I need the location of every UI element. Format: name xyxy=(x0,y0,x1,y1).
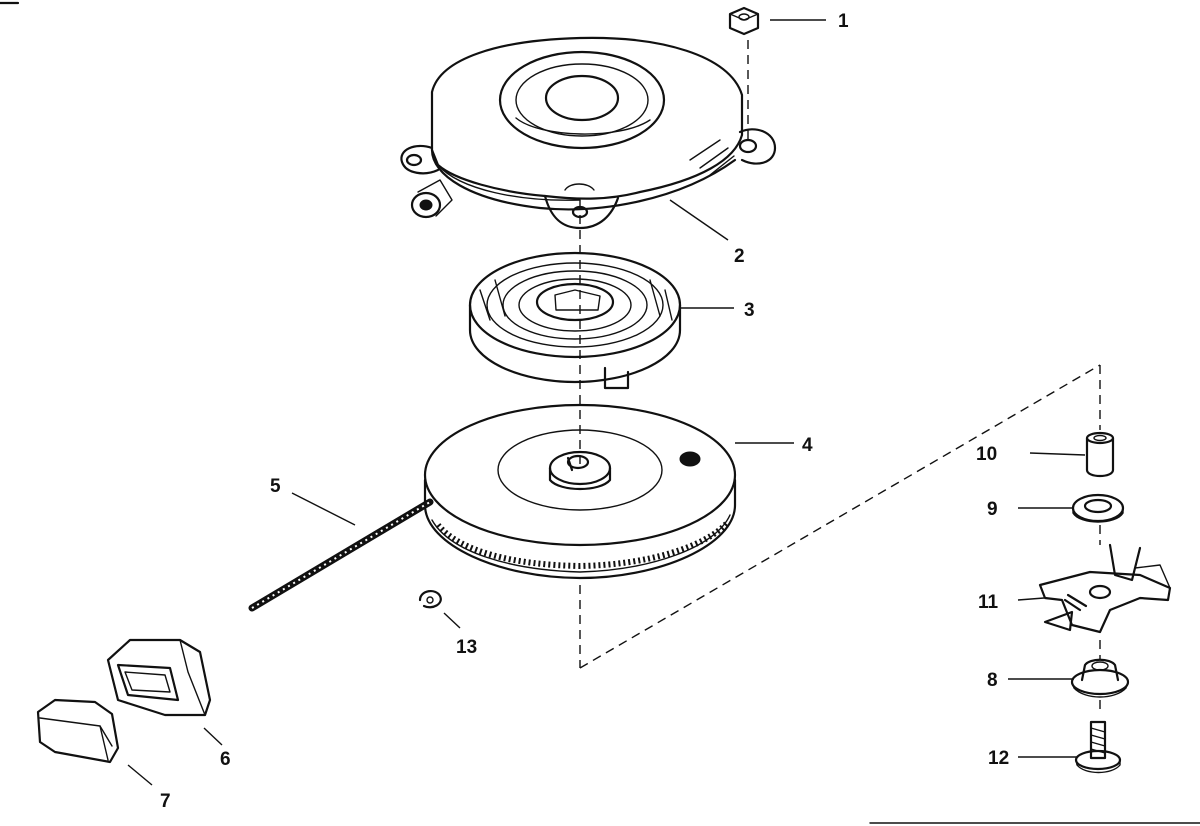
callout-8: 8 xyxy=(987,670,998,691)
callout-4: 4 xyxy=(802,435,813,456)
handle-insert-icon xyxy=(36,698,120,764)
callout-3: 3 xyxy=(744,300,755,321)
callout-12: 12 xyxy=(988,748,1009,769)
callout-10: 10 xyxy=(976,444,997,465)
callout-9: 9 xyxy=(987,499,998,520)
callout-5: 5 xyxy=(270,476,281,497)
washer-icon xyxy=(1071,493,1125,523)
callout-2: 2 xyxy=(734,246,745,267)
callout-13: 13 xyxy=(456,637,477,658)
starter-housing-icon xyxy=(400,36,777,230)
recoil-spring-icon xyxy=(468,251,682,390)
leader-lines xyxy=(127,19,1086,786)
screw-icon xyxy=(1074,720,1122,774)
callout-7: 7 xyxy=(160,791,171,812)
flanged-bushing-icon xyxy=(1070,658,1130,698)
hex-nut-icon xyxy=(728,6,760,36)
starter-rope-icon xyxy=(248,498,434,612)
callout-labels: 1 2 3 4 5 6 7 8 9 10 11 12 13 xyxy=(160,11,1009,812)
handle-body-icon xyxy=(106,638,212,717)
rope-pulley-icon xyxy=(423,403,737,580)
callout-6: 6 xyxy=(220,749,231,770)
clip-icon xyxy=(418,590,442,609)
assembly-axis-lines xyxy=(579,40,1101,715)
callout-11: 11 xyxy=(978,592,999,613)
spacer-icon xyxy=(1085,431,1115,478)
pawl-bracket-icon xyxy=(1038,543,1172,634)
callout-1: 1 xyxy=(838,11,849,32)
